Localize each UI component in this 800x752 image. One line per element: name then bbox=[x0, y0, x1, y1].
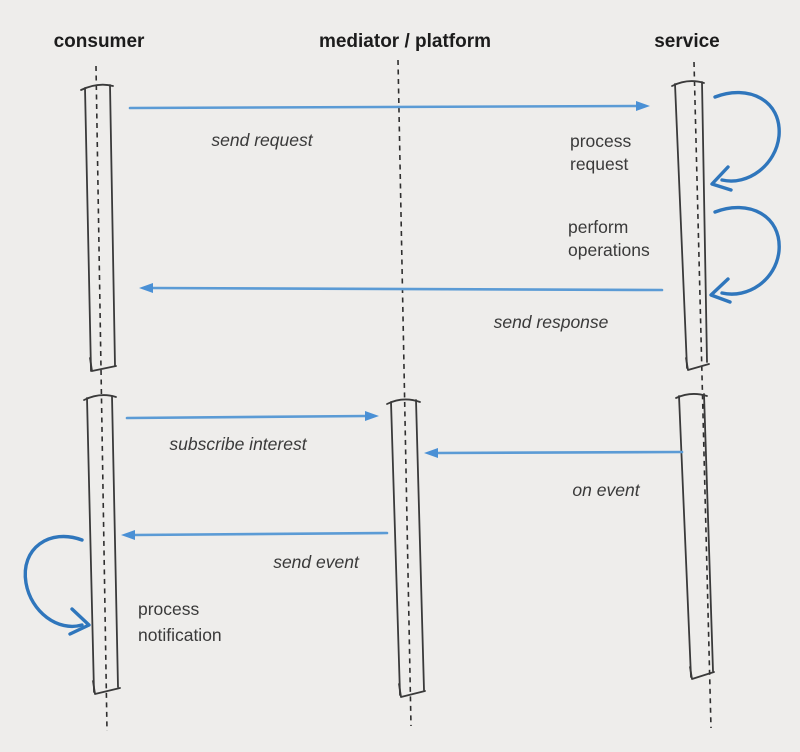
process-request-loop bbox=[710, 90, 781, 192]
mediator-activation bbox=[386, 398, 426, 698]
on-event-arrowhead bbox=[424, 448, 438, 458]
consumer-activation-1 bbox=[80, 83, 117, 372]
process-request-label-line2: request bbox=[570, 154, 629, 174]
service-activation-1 bbox=[671, 80, 710, 371]
perform-operations-loop bbox=[709, 205, 781, 304]
process-notification-loop bbox=[23, 534, 91, 636]
on-event-arrow bbox=[424, 448, 684, 458]
send-response-label: send response bbox=[494, 312, 609, 332]
send-event-arrow bbox=[121, 530, 389, 540]
on-event-label: on event bbox=[572, 480, 640, 500]
send-response-arrow bbox=[139, 283, 664, 293]
self-call-loops bbox=[23, 90, 781, 636]
send-request-arrowhead bbox=[636, 101, 650, 111]
process-notification-loop-arrowhead bbox=[68, 607, 91, 636]
actor-headers: consumer mediator / platform service bbox=[54, 31, 720, 52]
message-arrows bbox=[121, 101, 684, 540]
subscribe-interest-arrowhead bbox=[365, 411, 379, 421]
send-request-arrow bbox=[128, 101, 650, 111]
perform-operations-label: perform operations bbox=[568, 217, 650, 260]
subscribe-interest-arrow bbox=[125, 411, 379, 421]
consumer-lifeline bbox=[95, 65, 108, 732]
consumer-activation-2 bbox=[83, 394, 121, 695]
self-call-labels: process request perform operations proce… bbox=[138, 131, 650, 645]
subscribe-interest-label: subscribe interest bbox=[169, 434, 307, 454]
service-activation-2 bbox=[675, 393, 715, 680]
perform-operations-loop-arrowhead bbox=[709, 277, 732, 304]
actor-label-consumer: consumer bbox=[54, 31, 145, 52]
perform-operations-label-line1: perform bbox=[568, 217, 628, 237]
process-request-loop-arrowhead bbox=[710, 165, 733, 192]
process-request-label: process request bbox=[570, 131, 632, 174]
actor-label-mediator: mediator / platform bbox=[319, 31, 491, 52]
mediator-lifeline bbox=[397, 59, 412, 727]
process-request-label-line1: process bbox=[570, 131, 632, 151]
send-event-label: send event bbox=[273, 552, 360, 572]
send-request-label: send request bbox=[211, 130, 313, 150]
send-event-arrowhead bbox=[121, 530, 135, 540]
message-labels: send request send response subscribe int… bbox=[169, 130, 640, 572]
actor-label-service: service bbox=[654, 31, 720, 52]
process-notification-label-line1: process bbox=[138, 599, 200, 619]
send-response-arrowhead bbox=[139, 283, 153, 293]
perform-operations-label-line2: operations bbox=[568, 240, 650, 260]
process-notification-label: process notification bbox=[138, 599, 222, 645]
activation-bars bbox=[80, 80, 715, 698]
process-notification-label-line2: notification bbox=[138, 625, 222, 645]
